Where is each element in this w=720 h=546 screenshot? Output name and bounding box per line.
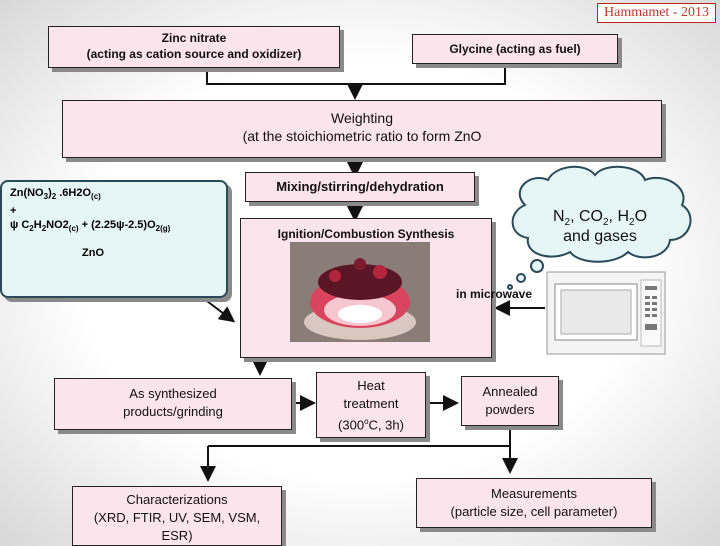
- weighting-title: Weighting: [330, 110, 393, 126]
- heat-title: Heat: [357, 378, 385, 393]
- heat-conditions: (300oC, 3h): [338, 417, 404, 433]
- cloud-gases-formula: N2, CO2, H2O: [552, 208, 648, 229]
- equation-plus: +: [10, 205, 17, 218]
- zinc-nitrate-desc: (acting as cation source and oxidizer): [86, 47, 302, 61]
- as-synthesized-desc: products/grinding: [123, 404, 223, 419]
- heat-desc: treatment: [343, 396, 399, 411]
- zinc-nitrate-box: Zinc nitrate (acting as cation source an…: [48, 26, 340, 68]
- annealed-box: Annealed powders: [461, 376, 559, 426]
- zinc-nitrate-title: Zinc nitrate: [161, 31, 227, 45]
- mixing-label: Mixing/stirring/dehydration: [276, 179, 444, 194]
- characterizations-box: Characterizations (XRD, FTIR, UV, SEM, V…: [72, 486, 282, 546]
- reaction-equation: Zn(NO3)2 .6H2O(c) + ψ C2H2NO2(c) + (2.25…: [0, 180, 228, 298]
- cloud-gases-label: and gases: [563, 228, 637, 246]
- annealed-title: Annealed: [482, 384, 538, 399]
- measurements-box: Measurements (particle size, cell parame…: [416, 478, 652, 528]
- mixing-box: Mixing/stirring/dehydration: [245, 172, 475, 202]
- weighting-box: Weighting (at the stoichiometric ratio t…: [62, 100, 662, 158]
- heat-treatment-box: Heat treatment (300oC, 3h): [316, 372, 426, 438]
- weighting-desc: (at the stoichiometric ratio to form ZnO: [242, 128, 482, 144]
- equation-reactant1: Zn(NO3)2 .6H2O(c): [10, 187, 101, 202]
- glycine-label: Glycine (acting as fuel): [449, 42, 581, 56]
- as-synthesized-box: As synthesized products/grinding: [54, 378, 292, 430]
- thought-cloud: [507, 165, 692, 290]
- cloud-gases: N2, CO2, H2O and gases: [530, 208, 670, 246]
- annealed-desc: powders: [485, 402, 535, 417]
- measurements-desc: (particle size, cell parameter): [450, 504, 618, 519]
- characterizations-title: Characterizations: [126, 492, 228, 507]
- characterizations-methods: (XRD, FTIR, UV, SEM, VSM,: [93, 510, 261, 525]
- equation-reactant2: ψ C2H2NO2(c) + (2.25ψ-2.5)O2(g): [10, 219, 171, 234]
- microwave-image: [545, 268, 667, 358]
- measurements-title: Measurements: [491, 486, 577, 501]
- ignition-label: Ignition/Combustion Synthesis: [277, 227, 455, 241]
- characterizations-methods-cont: ESR): [161, 528, 193, 543]
- microwave-label: in microwave: [456, 287, 533, 301]
- equation-product: ZnO: [82, 247, 104, 260]
- combustion-photo: [290, 242, 430, 342]
- corner-label: Hammamet - 2013: [597, 3, 716, 23]
- as-synthesized-title: As synthesized: [129, 386, 217, 401]
- glycine-box: Glycine (acting as fuel): [412, 34, 618, 64]
